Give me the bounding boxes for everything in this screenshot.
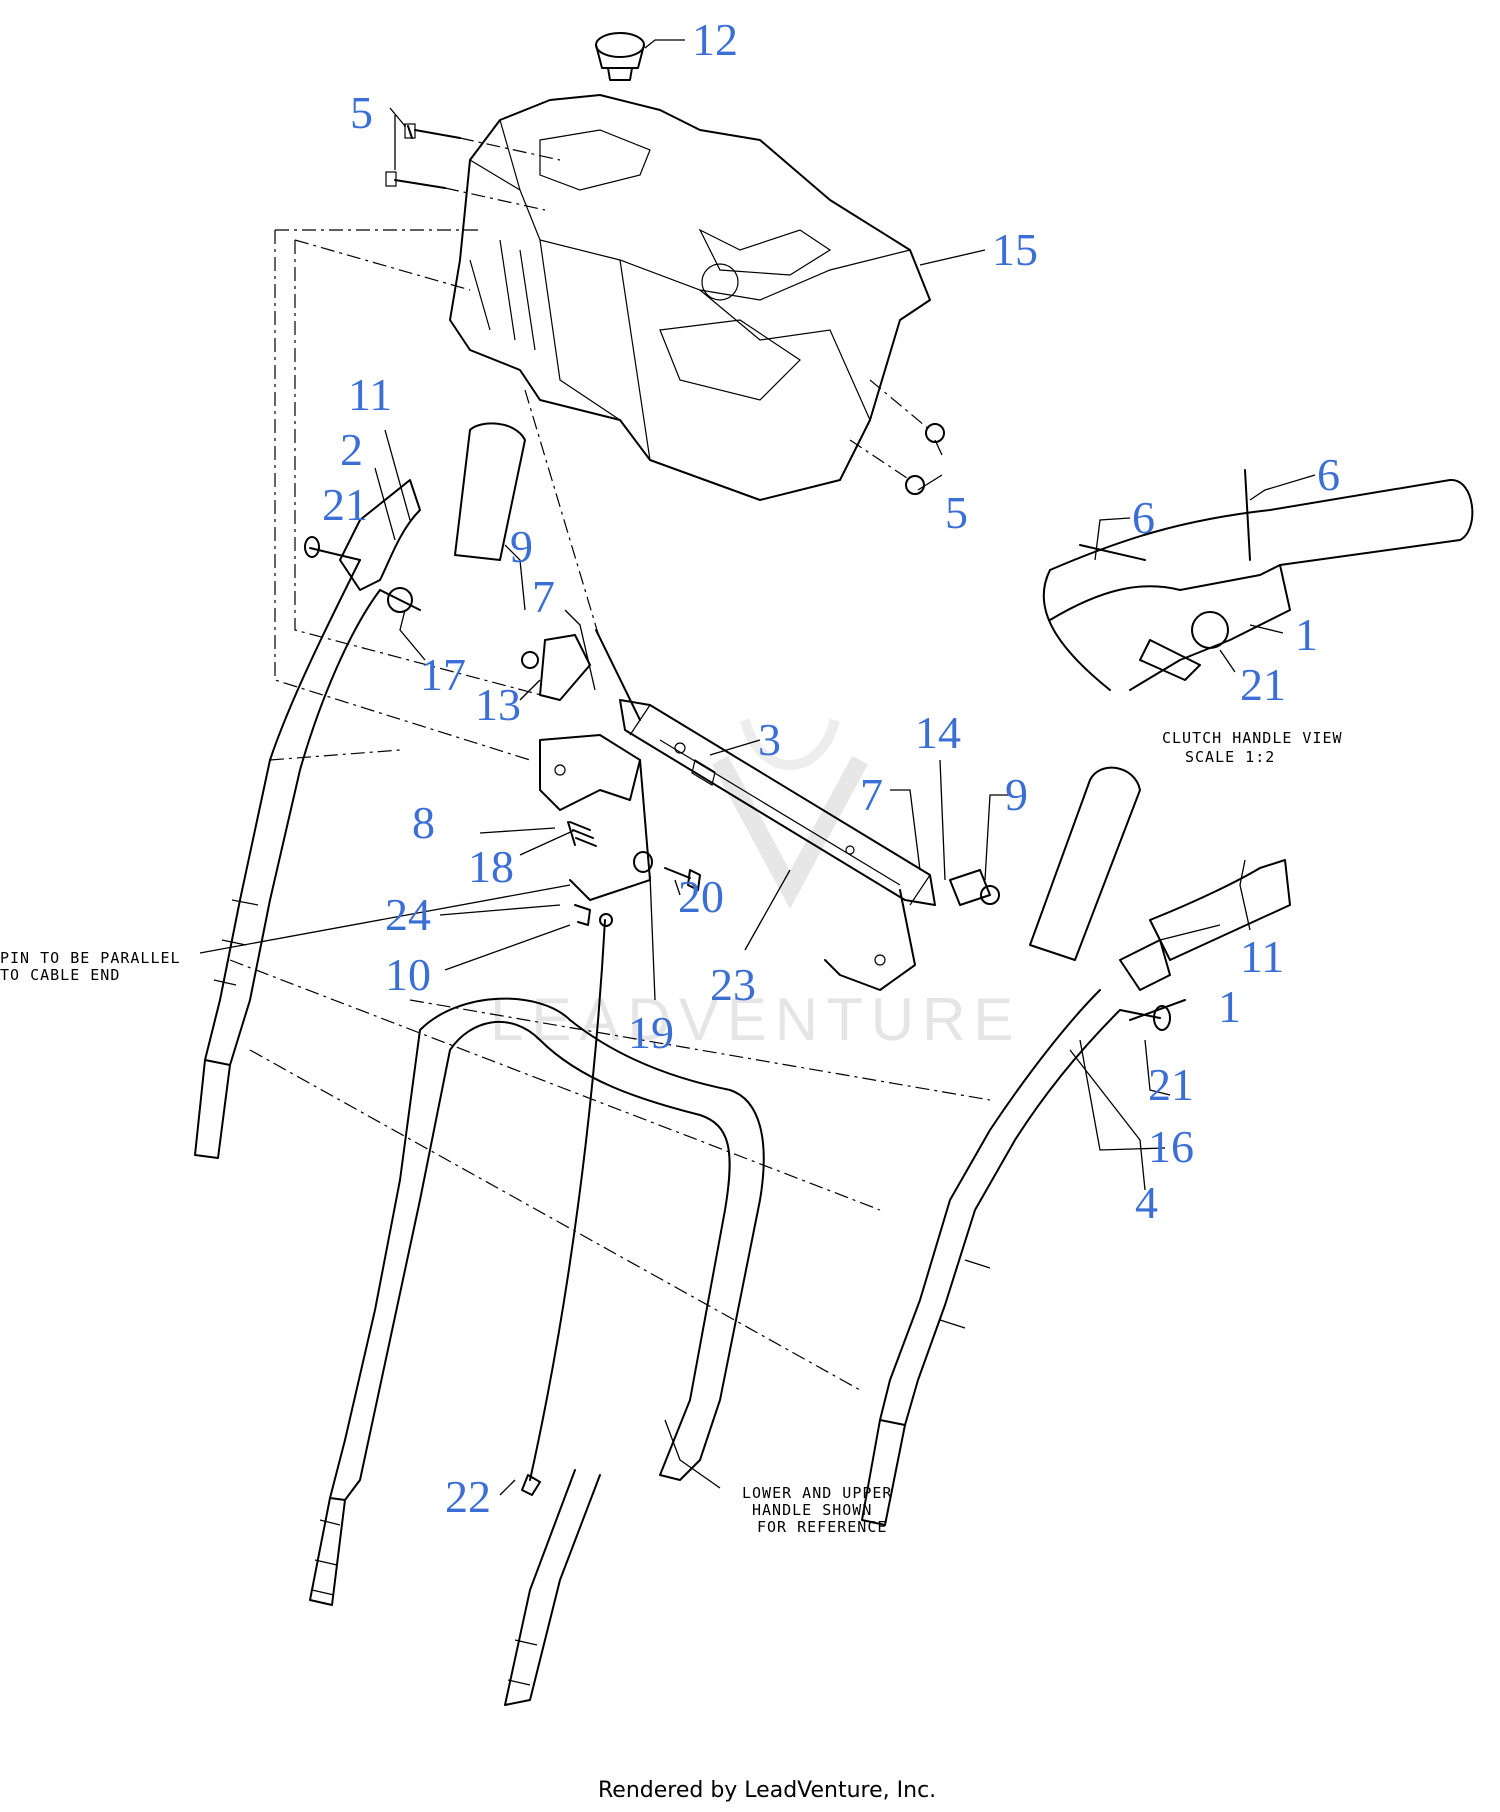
callout-14: 14: [915, 707, 961, 758]
callout-20: 20: [678, 871, 724, 922]
callout-7-left: 7: [532, 571, 555, 622]
footer-credit: Rendered by LeadVenture, Inc.: [598, 1778, 936, 1803]
callout-16: 16: [1148, 1121, 1194, 1172]
nuts-part-5-lower: [849, 379, 945, 495]
callout-9-left: 9: [510, 521, 533, 572]
callout-9-right: 9: [1005, 769, 1028, 820]
callout-8: 8: [412, 797, 435, 848]
callout-2: 2: [340, 424, 363, 475]
callout-6-left: 6: [1132, 492, 1155, 543]
pin-part-10: [574, 904, 591, 926]
cable-part-22: [521, 913, 613, 1496]
reference-note-line1: LOWER AND UPPER: [742, 1484, 892, 1502]
callout-4: 4: [1135, 1177, 1158, 1228]
callout-6-right: 6: [1317, 449, 1340, 500]
knob-part-12: [595, 32, 645, 81]
callout-11-left: 11: [348, 369, 392, 420]
callout-11-right: 11: [1240, 931, 1284, 982]
left-upper-handle: [194, 422, 526, 1159]
lower-handle-reference: [309, 997, 765, 1706]
pin-note-line2: TO CABLE END: [0, 966, 120, 984]
reference-note-line2: HANDLE SHOWN: [752, 1501, 872, 1519]
spring-part-18: [567, 821, 597, 847]
callout-15: 15: [992, 224, 1038, 275]
callout-1-inset: 1: [1295, 609, 1318, 660]
callout-5-lower: 5: [945, 487, 968, 538]
dash-console-part-15: [449, 94, 931, 501]
callout-5-upper: 5: [350, 87, 373, 138]
washer-part-19: [633, 851, 653, 873]
callout-10: 10: [385, 949, 431, 1000]
callout-24: 24: [385, 889, 431, 940]
clutch-view-title: CLUTCH HANDLE VIEW: [1162, 729, 1343, 747]
watermark-logo: [712, 718, 868, 909]
leader-lines: [199, 39, 1316, 1496]
callout-23: 23: [710, 959, 756, 1010]
bolt-part-20: [664, 867, 701, 891]
screws-part-5-upper: [385, 123, 561, 211]
callout-3: 3: [758, 714, 781, 765]
control-panel-part-3: [539, 699, 936, 991]
pin-note-line1: PIN TO BE PARALLEL: [0, 949, 181, 967]
reference-note-line3: FOR REFERENCE: [757, 1518, 887, 1536]
clutch-handle-inset: [1042, 469, 1474, 691]
ferrule-part-14: [949, 869, 1000, 906]
callout-18: 18: [468, 841, 514, 892]
callout-21-right: 21: [1148, 1059, 1194, 1110]
callout-21-inset: 21: [1240, 659, 1286, 710]
callout-7-right: 7: [860, 769, 883, 820]
clutch-link-part-13: [521, 634, 591, 701]
pivot-bolt-part-21-left: [304, 536, 361, 561]
callout-13: 13: [475, 679, 521, 730]
callout-1-right: 1: [1218, 981, 1241, 1032]
callout-17: 17: [420, 649, 466, 700]
pivot-bolt-part-21-right: [1119, 1005, 1171, 1031]
callout-21-left: 21: [322, 479, 368, 530]
watermark-text: LEADVENTURE: [490, 986, 1021, 1053]
callout-22: 22: [445, 1471, 491, 1522]
callout-19: 19: [628, 1007, 674, 1058]
alignment-lines: [229, 229, 991, 1391]
callout-12: 12: [692, 14, 738, 65]
clutch-view-scale: SCALE 1:2: [1185, 748, 1275, 766]
rod-part-7-left: [595, 629, 641, 721]
